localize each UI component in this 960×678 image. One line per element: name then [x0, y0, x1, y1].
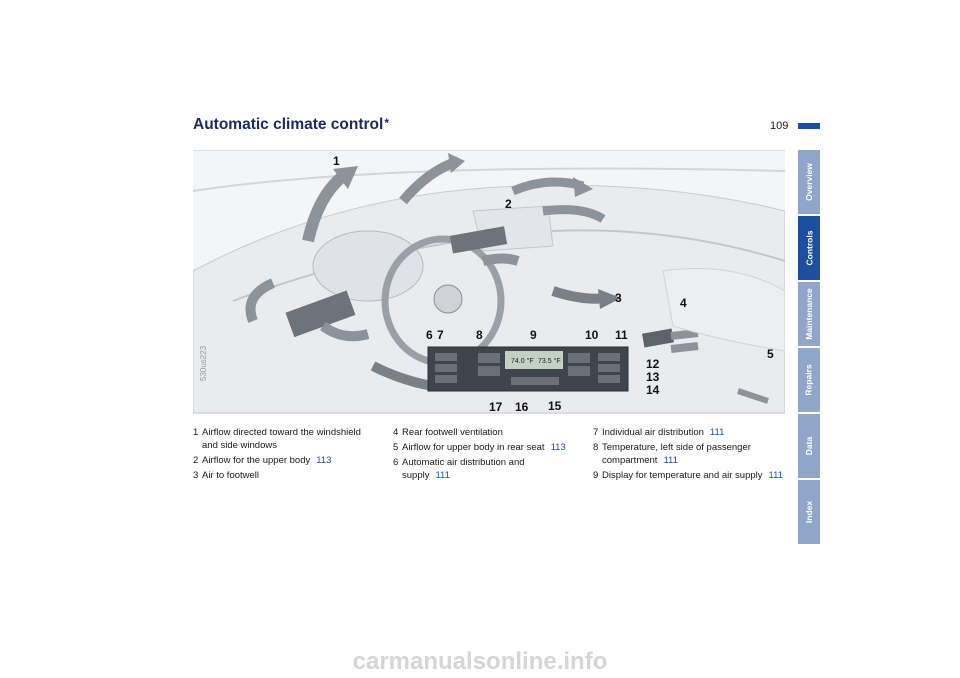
tab-repairs[interactable]: Repairs — [798, 348, 820, 412]
callout-13: 13 — [646, 370, 660, 384]
callout-7: 7 — [437, 328, 444, 342]
callout-8: 8 — [476, 328, 483, 342]
page-ref-link[interactable]: 111 — [709, 427, 725, 438]
page-title: Automatic climate control* — [193, 116, 390, 133]
callout-4: 4 — [680, 296, 687, 310]
display-temp-right: 73.5 °F — [538, 357, 561, 365]
page-ref-link[interactable]: 111 — [768, 470, 783, 481]
page-ref-link[interactable]: 113 — [550, 442, 566, 453]
page-ref-link[interactable]: 111 — [663, 455, 678, 466]
callout-17: 17 — [489, 400, 503, 414]
page-number: 109 — [770, 120, 789, 132]
figure-code: 530us223 — [199, 345, 208, 381]
callout-3: 3 — [615, 291, 622, 305]
tab-controls[interactable]: Controls — [798, 216, 820, 280]
tab-maintenance[interactable]: Maintenance — [798, 282, 820, 346]
page-ref-link[interactable]: 113 — [316, 455, 332, 466]
callout-10: 10 — [585, 328, 599, 342]
callout-12: 12 — [646, 357, 660, 371]
callout-2: 2 — [505, 197, 512, 211]
callout-16: 16 — [515, 400, 529, 414]
callout-14: 14 — [646, 383, 660, 397]
tab-data[interactable]: Data — [798, 414, 820, 478]
page-ref-link[interactable]: 111 — [435, 470, 450, 481]
callout-6: 6 — [426, 328, 433, 342]
callout-1: 1 — [333, 154, 340, 168]
tab-overview[interactable]: Overview — [798, 150, 820, 214]
tab-index[interactable]: Index — [798, 480, 820, 544]
callout-11: 11 — [615, 328, 628, 342]
callout-15: 15 — [548, 399, 562, 413]
climate-control-illustration: 74.0 °F 73.5 °F 530us223 1 2 3 4 5 6 7 8… — [193, 150, 785, 414]
display-temp-left: 74.0 °F — [511, 357, 534, 365]
callout-9: 9 — [530, 328, 537, 342]
watermark: carmanualsonline.info — [352, 648, 608, 675]
dashboard-drawing: 74.0 °F 73.5 °F — [193, 153, 785, 413]
page-marker-bar — [798, 123, 820, 129]
callout-5: 5 — [767, 347, 774, 361]
